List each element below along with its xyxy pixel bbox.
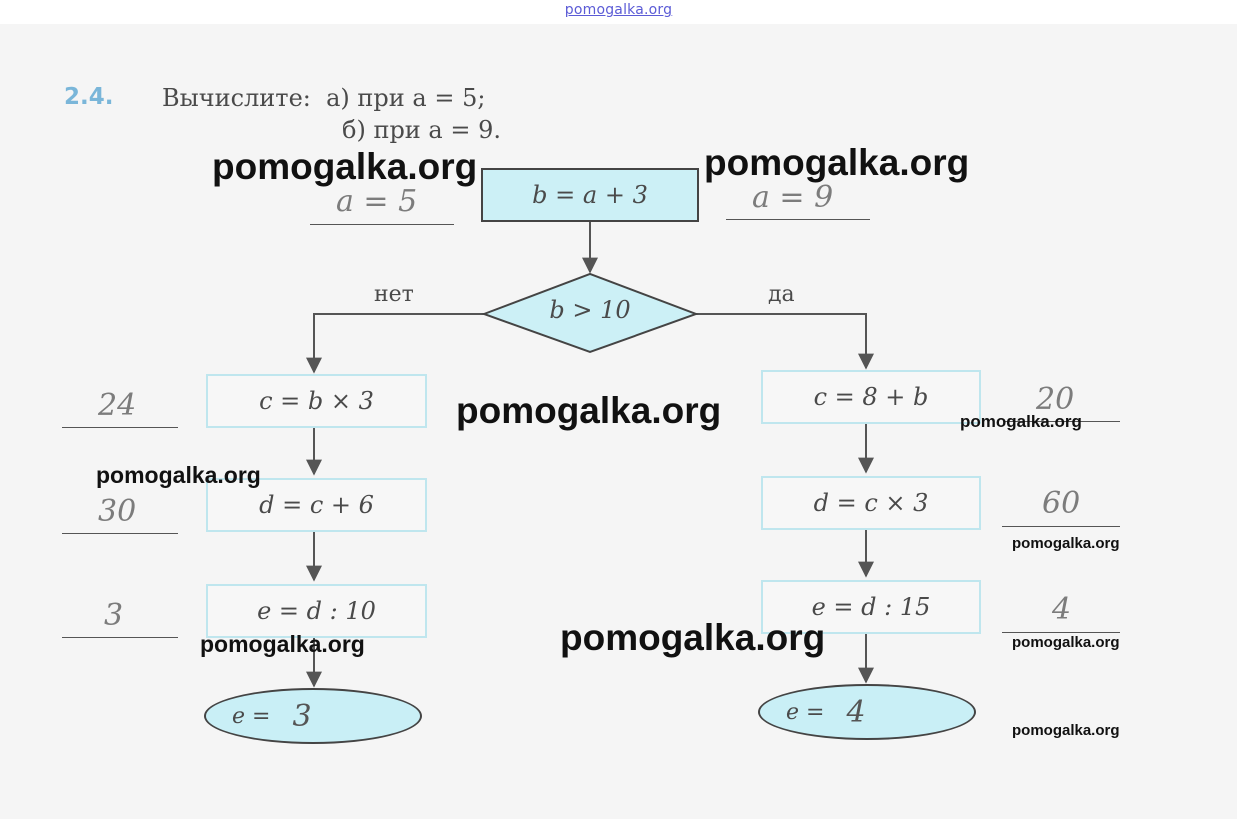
right-step-1: c = 8 + b — [761, 370, 981, 424]
right-result-value: 4 — [846, 694, 866, 730]
handwritten-left-2: 30 — [98, 494, 137, 529]
underline-left-1 — [62, 427, 178, 428]
handwritten-a-left: a = 5 — [336, 184, 418, 219]
left-result-ellipse: e = 3 — [204, 688, 422, 744]
watermark: pomogalka.org — [212, 146, 478, 187]
task-text-line2: б) при a = 9. — [342, 116, 501, 144]
branch-yes-label: да — [768, 282, 795, 307]
watermark: pomogalka.org — [1012, 722, 1120, 739]
left-result-value: 3 — [292, 698, 312, 734]
underline-left-2 — [62, 533, 178, 534]
handwritten-left-3: 3 — [104, 598, 124, 633]
branch-no-label: нет — [374, 282, 414, 307]
underline-left-3 — [62, 637, 178, 638]
right-result-label: e = — [786, 699, 825, 725]
watermark: pomogalka.org — [1012, 634, 1120, 651]
underline-right-1 — [1004, 421, 1120, 422]
watermark: pomogalka.org — [200, 631, 365, 657]
handwritten-a-right: a = 9 — [752, 180, 834, 215]
condition-diamond — [481, 272, 699, 354]
watermark: pomogalka.org — [960, 412, 1082, 431]
site-link-top[interactable]: pomogalka.org — [564, 2, 673, 18]
right-step-2: d = c × 3 — [761, 476, 981, 530]
right-step-3: e = d : 15 — [761, 580, 981, 634]
underline-a-right — [726, 219, 870, 220]
watermark: pomogalka.org — [96, 462, 261, 488]
underline-right-2 — [1002, 526, 1120, 527]
left-step-2: d = c + 6 — [206, 478, 427, 532]
left-step-3: e = d : 10 — [206, 584, 427, 638]
watermark: pomogalka.org — [1012, 535, 1120, 552]
handwritten-right-2: 60 — [1042, 486, 1081, 521]
task-text-line1: Вычислите: а) при a = 5; — [162, 84, 486, 112]
underline-right-3 — [1002, 632, 1120, 633]
handwritten-left-1: 24 — [98, 388, 137, 423]
right-result-ellipse: e = 4 — [758, 684, 976, 740]
watermark: pomogalka.org — [456, 390, 722, 431]
left-step-1: c = b × 3 — [206, 374, 427, 428]
left-result-label: e = — [232, 703, 271, 729]
watermark: pomogalka.org — [704, 142, 970, 183]
condition-text: b > 10 — [549, 296, 631, 324]
underline-a-left — [310, 224, 454, 225]
handwritten-right-1: 20 — [1036, 382, 1075, 417]
handwritten-right-3: 4 — [1052, 592, 1072, 627]
task-number: 2.4. — [64, 84, 114, 110]
start-box: b = a + 3 — [481, 168, 699, 222]
watermark: pomogalka.org — [560, 617, 826, 658]
